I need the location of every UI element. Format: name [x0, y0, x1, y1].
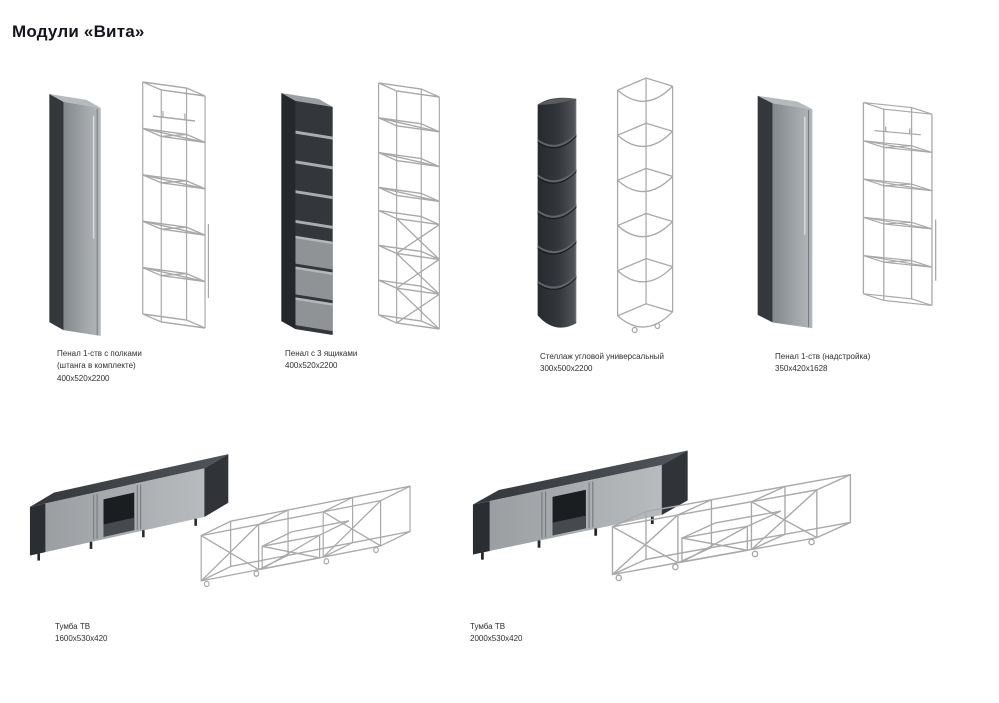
corner-shelf-solid-render — [536, 96, 578, 329]
product-caption: Стеллаж угловой универсальный 300х500х22… — [540, 351, 664, 376]
corner-shelf-wireframe-render — [616, 77, 674, 334]
product-caption: Пенал 1-ств (надстройка) 350х420х1628 — [775, 351, 870, 376]
product-name: Стеллаж угловой универсальный — [540, 352, 665, 361]
tv-stand-2000-wireframe-render — [611, 473, 852, 582]
penal-drawers-wireframe-render — [377, 82, 441, 330]
product-dimensions: 400х520х2200 — [285, 361, 338, 371]
product-name: Тумба ТВ — [470, 622, 506, 631]
penal-1stv-wireframe-render — [142, 81, 210, 329]
penal-drawers-solid-render — [281, 92, 333, 336]
penal-1stv-solid-render — [48, 93, 102, 337]
product-caption: Тумба ТВ 1600х530х420 — [55, 621, 108, 646]
product-caption: Тумба ТВ 2000х530х420 — [470, 621, 523, 646]
product-dimensions: 300х500х2200 — [540, 364, 593, 374]
product-dimensions: 2000х530х420 — [470, 634, 523, 644]
product-note: (штанга в комплекте) — [57, 361, 136, 371]
penal-nadstroyka-solid-render — [756, 95, 814, 329]
product-name: Тумба ТВ — [55, 622, 91, 631]
product-caption: Пенал 1-ств с полками (штанга в комплект… — [57, 348, 142, 385]
product-dimensions: 1600х530х420 — [55, 634, 108, 644]
page-title: Модули «Вита» — [12, 22, 145, 41]
product-name: Пенал 1-ств (надстройка) — [775, 352, 871, 361]
product-name: Пенал с 3 ящиками — [285, 349, 358, 358]
tv-stand-1600-wireframe-render — [200, 485, 411, 588]
product-dimensions: 350х420х1628 — [775, 364, 828, 374]
product-dimensions: 400х520х2200 — [57, 373, 110, 383]
product-name: Пенал 1-ств с полками — [57, 349, 142, 358]
product-caption: Пенал с 3 ящиками 400х520х2200 — [285, 348, 357, 373]
penal-nadstroyka-wireframe-render — [862, 101, 937, 307]
